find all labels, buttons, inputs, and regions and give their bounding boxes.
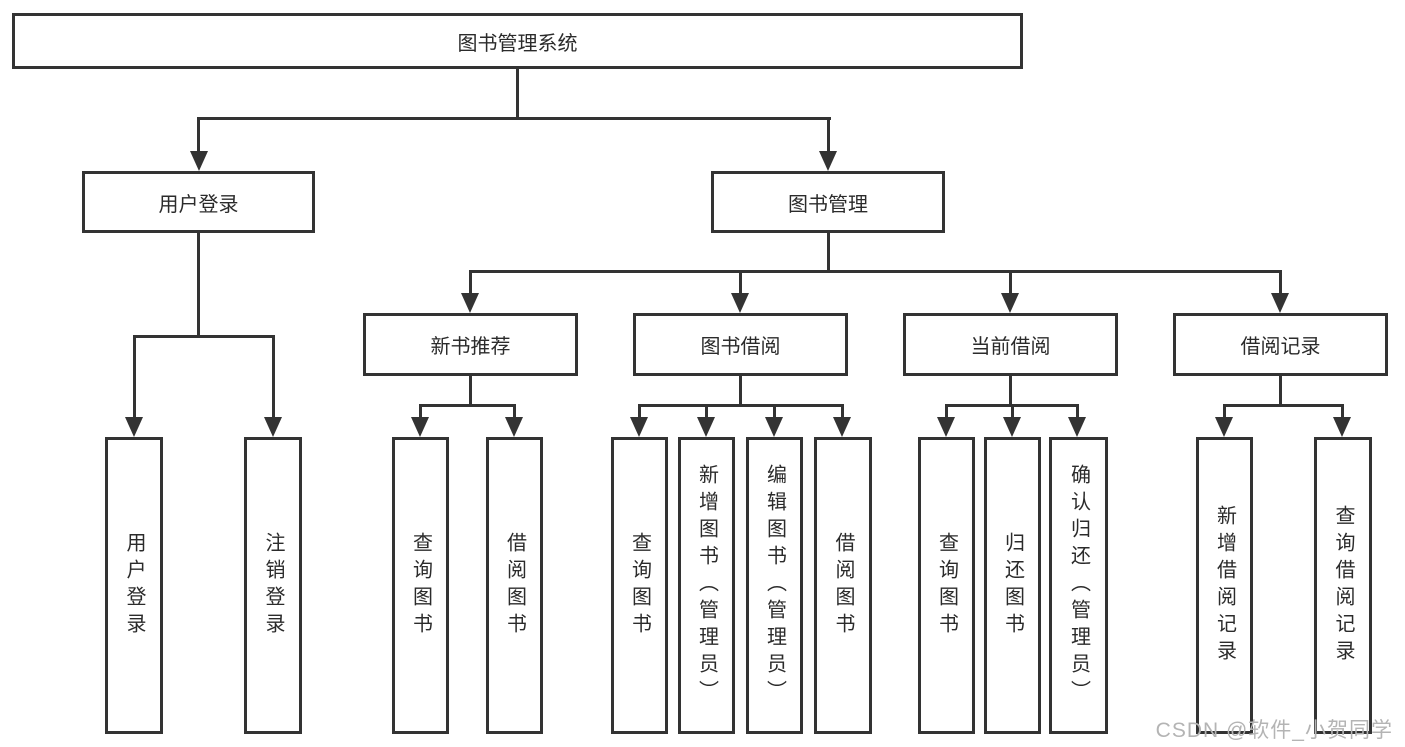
node-borrow-records: 借阅记录 — [1173, 313, 1388, 376]
arrowhead-down-icon — [1003, 417, 1021, 437]
leaf-confirm-return-admin: 确认归还（管理员） — [1049, 437, 1108, 734]
leaf-user-login: 用户登录 — [105, 437, 163, 734]
connector-line — [705, 404, 708, 419]
arrowhead-down-icon — [411, 417, 429, 437]
connector-line — [773, 404, 776, 419]
connector-line — [197, 117, 831, 120]
leaf-query-books-current: 查询图书 — [918, 437, 975, 734]
connector-line — [739, 270, 742, 295]
connector-line — [638, 404, 641, 419]
arrowhead-down-icon — [833, 417, 851, 437]
connector-line — [272, 335, 275, 418]
connector-line — [1223, 404, 1226, 419]
leaf-add-books-admin: 新增图书（管理员） — [678, 437, 735, 734]
connector-line — [419, 404, 516, 407]
connector-line — [419, 404, 422, 419]
connector-line — [133, 335, 275, 338]
connector-line — [197, 233, 200, 338]
arrowhead-down-icon — [505, 417, 523, 437]
leaf-borrow-books: 借阅图书 — [814, 437, 872, 734]
connector-line — [638, 404, 844, 407]
connector-line — [1009, 270, 1012, 295]
connector-line — [513, 404, 516, 419]
arrowhead-down-icon — [264, 417, 282, 437]
leaf-logout: 注销登录 — [244, 437, 302, 734]
arrowhead-down-icon — [190, 151, 208, 171]
connector-line — [1279, 376, 1282, 407]
leaf-query-borrow-record: 查询借阅记录 — [1314, 437, 1372, 734]
node-root-system: 图书管理系统 — [12, 13, 1023, 69]
arrowhead-down-icon — [1333, 417, 1351, 437]
arrowhead-down-icon — [731, 293, 749, 313]
connector-line — [1341, 404, 1344, 419]
connector-line — [1279, 270, 1282, 295]
connector-line — [516, 69, 519, 119]
connector-line — [469, 270, 472, 295]
leaf-add-borrow-record: 新增借阅记录 — [1196, 437, 1253, 734]
leaf-query-books-borrow: 查询图书 — [611, 437, 668, 734]
arrowhead-down-icon — [937, 417, 955, 437]
arrowhead-down-icon — [819, 151, 837, 171]
arrowhead-down-icon — [461, 293, 479, 313]
connector-line — [469, 376, 472, 407]
connector-line — [827, 117, 830, 152]
connector-line — [945, 404, 948, 419]
leaf-return-books: 归还图书 — [984, 437, 1041, 734]
node-book-borrow: 图书借阅 — [633, 313, 848, 376]
arrowhead-down-icon — [1001, 293, 1019, 313]
arrowhead-down-icon — [1215, 417, 1233, 437]
connector-line — [739, 376, 742, 407]
arrowhead-down-icon — [697, 417, 715, 437]
connector-line — [841, 404, 844, 419]
connector-line — [1223, 404, 1344, 407]
arrowhead-down-icon — [1068, 417, 1086, 437]
node-book-management: 图书管理 — [711, 171, 945, 233]
arrowhead-down-icon — [125, 417, 143, 437]
arrowhead-down-icon — [1271, 293, 1289, 313]
connector-line — [133, 335, 136, 418]
csdn-watermark: CSDN @软件_小贺同学 — [1155, 719, 1393, 742]
connector-line — [1011, 404, 1014, 419]
connector-line — [469, 270, 1282, 273]
connector-line — [1076, 404, 1079, 419]
arrowhead-down-icon — [765, 417, 783, 437]
arrowhead-down-icon — [630, 417, 648, 437]
leaf-borrow-books-recommend: 借阅图书 — [486, 437, 543, 734]
node-new-book-recommend: 新书推荐 — [363, 313, 578, 376]
connector-line — [1009, 376, 1012, 407]
leaf-query-books-recommend: 查询图书 — [392, 437, 449, 734]
node-user-login: 用户登录 — [82, 171, 315, 233]
connector-line — [827, 233, 830, 273]
connector-line — [197, 117, 200, 152]
node-current-borrow: 当前借阅 — [903, 313, 1118, 376]
leaf-edit-books-admin: 编辑图书（管理员） — [746, 437, 803, 734]
